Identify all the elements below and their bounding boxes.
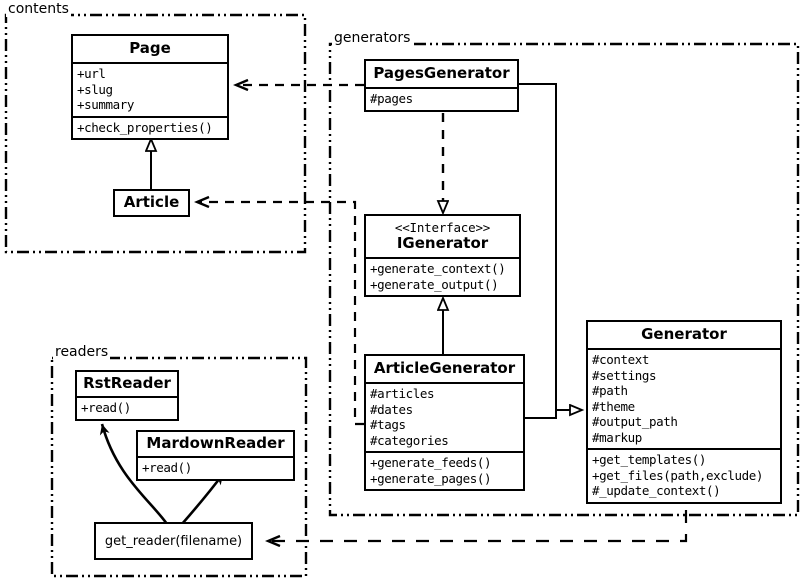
class-attribute: +summary [77, 97, 135, 112]
class-attribute: #settings [592, 367, 657, 383]
package-label-readers: readers [53, 344, 111, 360]
class-attribute: #markup [592, 429, 642, 445]
function-label-get-reader: get_reader(filename) [104, 533, 243, 549]
generalization-articlegenerator-generator [525, 410, 557, 419]
class-attributes-articlegenerator: #articles #dates #tags #categories [366, 382, 523, 451]
class-operation: +generate_context() [370, 261, 506, 276]
class-box-article[interactable]: Article [113, 189, 190, 217]
class-box-rstreader[interactable]: RstReader +read() [75, 370, 179, 421]
class-attribute: #pages [370, 91, 413, 106]
class-box-articlegenerator[interactable]: ArticleGenerator #articles #dates #tags … [364, 354, 525, 491]
class-name-article: Article [123, 193, 180, 211]
class-name-igenerator: <<Interface>> IGenerator [366, 216, 519, 257]
function-box-get-reader[interactable]: get_reader(filename) [94, 522, 253, 560]
dependency-generator-getreader [268, 510, 688, 541]
class-name-pagesgenerator: PagesGenerator [373, 64, 510, 82]
class-name-rstreader: RstReader [83, 374, 171, 392]
class-attribute: #articles [370, 386, 435, 401]
class-attribute: +url [77, 66, 106, 81]
class-attribute: #theme [592, 398, 635, 414]
class-name-page: Page [129, 39, 171, 57]
class-operations-articlegenerator: +generate_feeds() +generate_pages() [366, 451, 523, 489]
class-operations-generator: +get_templates() +get_files(path,exclude… [588, 448, 780, 502]
class-box-igenerator[interactable]: <<Interface>> IGenerator +generate_conte… [364, 214, 521, 297]
class-attribute: #context [592, 352, 650, 367]
class-attribute: #tags [370, 417, 406, 432]
class-attribute: +slug [77, 81, 113, 97]
class-operation: +get_templates() [592, 452, 707, 467]
class-box-mardownreader[interactable]: MardownReader +read() [136, 430, 295, 481]
package-label-contents: contents [6, 1, 71, 17]
generalization-pagesgenerator-generator [519, 83, 582, 410]
class-operation: +read() [81, 400, 131, 415]
class-name-generator: Generator [641, 325, 727, 343]
class-operations-rstreader: +read() [77, 396, 177, 419]
class-operations-page: +check_properties() [73, 115, 227, 139]
class-name-mardownreader: MardownReader [146, 434, 285, 452]
class-operation: #_update_context() [592, 483, 721, 498]
class-operation: +generate_feeds() [370, 455, 492, 470]
class-attribute: #categories [370, 432, 449, 448]
class-operation: +check_properties() [77, 119, 213, 135]
class-attributes-page: +url +slug +summary [73, 62, 227, 116]
class-operation: +generate_pages() [370, 470, 492, 486]
class-name-articlegenerator: ArticleGenerator [373, 359, 516, 377]
class-operations-igenerator: +generate_context() +generate_output() [366, 257, 519, 295]
dependency-articlegenerator-article [197, 202, 364, 426]
class-operation: +get_files(path,exclude) [592, 467, 764, 483]
class-box-generator[interactable]: Generator #context #settings #path #them… [586, 320, 782, 504]
package-label-generators: generators [332, 30, 413, 46]
class-box-page[interactable]: Page +url +slug +summary +check_properti… [71, 34, 229, 140]
class-name-label-igenerator: IGenerator [396, 234, 489, 252]
class-operation: +generate_output() [370, 276, 499, 292]
class-attribute: #dates [370, 401, 413, 417]
class-attributes-pagesgenerator: #pages [366, 87, 517, 110]
class-attribute: #output_path [592, 414, 678, 429]
class-operation: +read() [142, 460, 192, 475]
class-box-pagesgenerator[interactable]: PagesGenerator #pages [364, 59, 519, 112]
class-operations-mardownreader: +read() [138, 456, 293, 479]
class-stereotype-igenerator: <<Interface>> [394, 220, 491, 235]
class-attribute: #path [592, 383, 628, 398]
dependency-getreader-mardownreader [181, 473, 225, 525]
class-attributes-generator: #context #settings #path #theme #output_… [588, 348, 780, 448]
